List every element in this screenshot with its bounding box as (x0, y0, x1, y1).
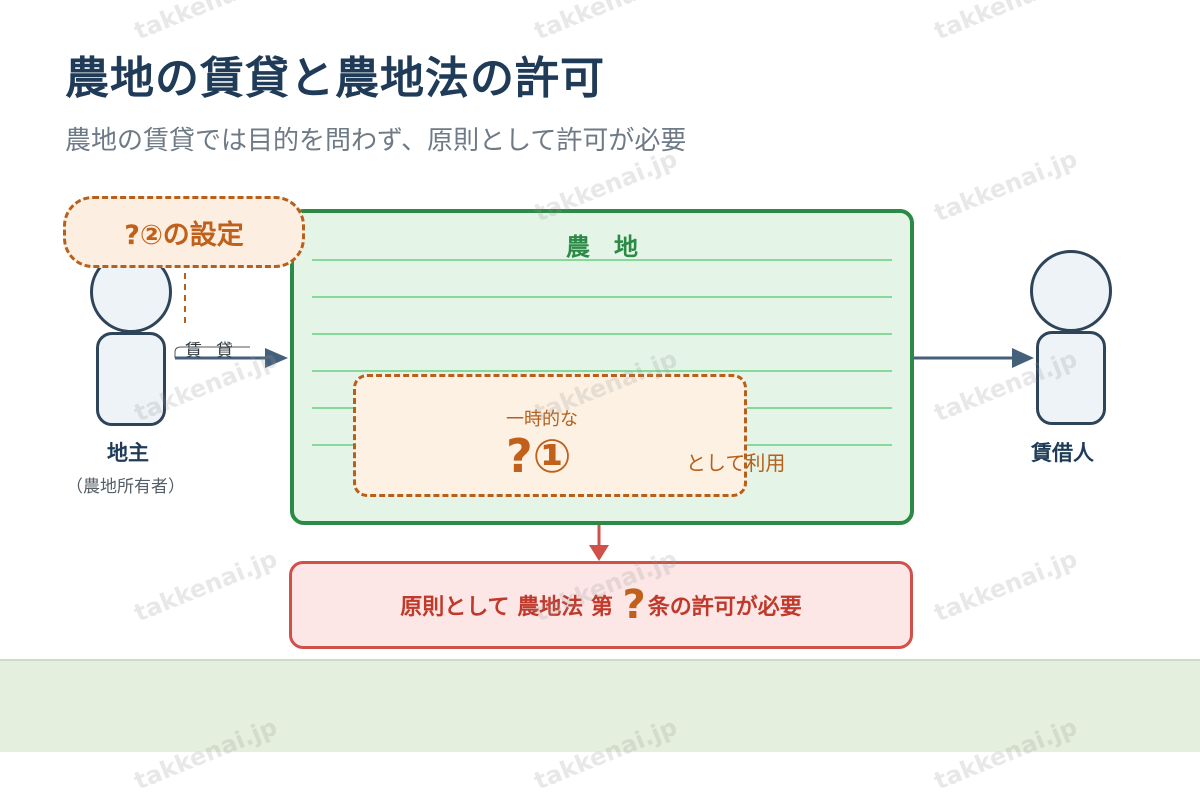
furrow-line (312, 333, 892, 335)
bottom-band (0, 659, 1200, 752)
furrow-line (312, 259, 892, 261)
blank-2-callout: ?②の設定 (63, 196, 305, 268)
blank-article-mark: ? (622, 582, 646, 628)
connector-layer (174, 262, 1034, 561)
temporary-label: 一時的な (506, 409, 578, 430)
landowner-name: 地主 (107, 441, 149, 465)
furrow-line (312, 296, 892, 298)
lease-label: 賃貸 (185, 341, 247, 361)
lease-bracket (174, 346, 250, 358)
temporary-use-callout: 一時的な ?① (353, 374, 747, 497)
result-text-before: 原則として 農地法 第 (400, 595, 621, 620)
blank-1-mark: ?① (506, 429, 572, 483)
lessee-name: 賃借人 (1031, 441, 1094, 465)
lessee-arrowhead (1012, 348, 1034, 368)
lessee-body (1036, 331, 1106, 425)
permission-result-box: 原則として 農地法 第 ?条の許可が必要 (289, 561, 913, 649)
landowner-body (96, 332, 166, 426)
farmland-label: 農地 (566, 233, 662, 261)
result-text-after: 条の許可が必要 (647, 595, 802, 620)
lease-arrowhead (265, 348, 288, 368)
page-subtitle: 農地の賃貸では目的を問わず、原則として許可が必要 (65, 126, 687, 156)
lessee-head (1030, 250, 1112, 332)
result-arrowhead (589, 545, 609, 561)
page-title: 農地の賃貸と農地法の許可 (65, 53, 605, 104)
usage-label: として利用 (686, 451, 786, 475)
furrow-line (312, 370, 892, 372)
landowner-subtitle: （農地所有者） (66, 477, 185, 497)
